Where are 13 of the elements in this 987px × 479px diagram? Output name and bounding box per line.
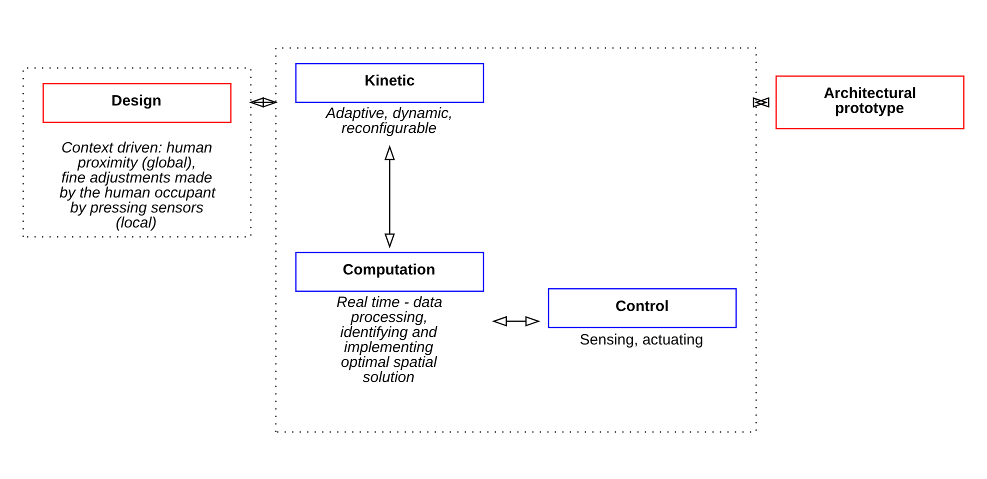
arrow [752,96,770,108]
node-box: Control [548,288,737,328]
cluster [275,46,757,432]
node-box: Architectural prototype [776,75,964,129]
arrow [384,144,395,248]
node-label: Adaptive, dynamic, reconfigurable [326,104,453,137]
node-box: Design [42,82,232,123]
node-label: Real time - data processing, identifying and implementing optimal spatial solution [336,294,442,386]
node-box: Kinetic [295,62,484,103]
node-box: Computation [295,251,484,292]
arrow [492,316,540,326]
arrow [248,96,278,108]
node-label: Sensing, actuating [580,331,704,348]
